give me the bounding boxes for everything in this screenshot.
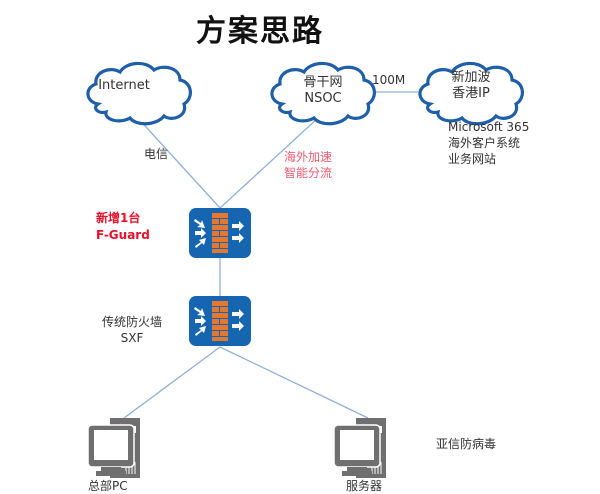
overseas-label: 新加波 香港IP [416, 70, 526, 102]
nsoc-label-line1: 骨干网 [303, 75, 343, 90]
telecom-label: 电信 [144, 147, 169, 161]
overseas-note-line: 业务网站 [448, 152, 497, 166]
overseas-note-line: 海外客户系统 [448, 136, 521, 150]
overseas-note: Microsoft 365 海外客户系统 业务网站 [448, 119, 529, 167]
firewall-label-line1: 传统防火墙 [101, 315, 162, 329]
fguard-label-line2: F-Guard [96, 228, 150, 242]
link-nsoc-fguard [219, 117, 319, 209]
acceleration-label-line2: 智能分流 [284, 166, 333, 180]
bandwidth-label: 100M [372, 73, 406, 87]
pc-label: 总部PC [88, 479, 128, 493]
link-internet-fguard [135, 115, 221, 209]
acceleration-label-line1: 海外加速 [284, 150, 333, 164]
internet-label: Internet [98, 78, 150, 93]
overseas-note-line: Microsoft 365 [448, 120, 530, 134]
firewall-label-line2: SXF [120, 331, 144, 345]
antivirus-label: 亚信防病毒 [436, 437, 497, 451]
fguard-device-icon [189, 208, 251, 258]
link-firewall-pc [123, 346, 221, 419]
acceleration-label: 海外加速 智能分流 [284, 149, 332, 181]
page-title: 方案思路 [196, 14, 324, 49]
server-label: 服务器 [346, 479, 383, 493]
overseas-label-line1: 新加波 [451, 70, 491, 85]
nsoc-label: 骨干网 NSOC [268, 75, 378, 107]
firewall-label: 传统防火墙 SXF [92, 314, 172, 346]
fguard-label-line1: 新增1台 [96, 211, 141, 225]
pc-computer-icon [87, 417, 141, 479]
nsoc-label-line2: NSOC [304, 91, 342, 106]
overseas-label-line2: 香港IP [452, 86, 490, 101]
server-computer-icon [333, 417, 387, 479]
link-firewall-server [219, 346, 369, 419]
firewall-device-icon [189, 296, 251, 346]
fguard-label: 新增1台 F-Guard [96, 210, 150, 244]
